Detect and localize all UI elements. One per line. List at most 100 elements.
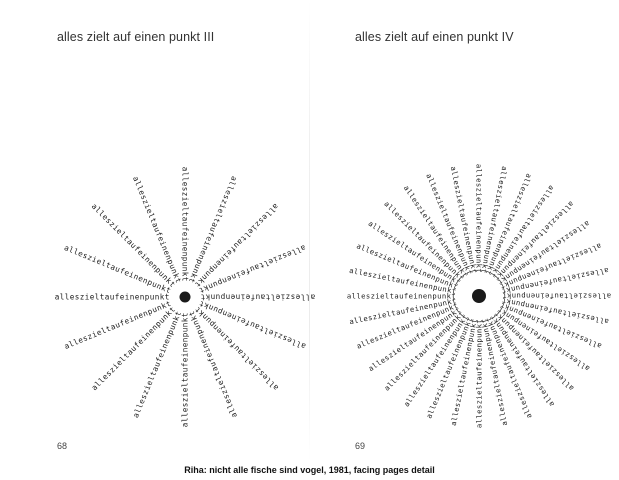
- poem-glyph: e: [409, 304, 415, 314]
- poem-glyph: n: [428, 301, 434, 311]
- poem-glyph: z: [549, 216, 558, 225]
- poem-glyph: z: [219, 388, 229, 396]
- poem-glyph: p: [165, 328, 175, 336]
- poem-glyph: s: [453, 184, 463, 190]
- poem-glyph: e: [538, 265, 545, 275]
- poem-glyph: e: [260, 372, 270, 382]
- poem-glyph: f: [118, 266, 126, 276]
- poem-glyph: k: [447, 292, 452, 301]
- poem-glyph: e: [267, 327, 275, 337]
- poem-glyph: n: [452, 347, 462, 354]
- poem-glyph: p: [207, 265, 217, 275]
- poem-glyph: a: [210, 221, 220, 229]
- poem-glyph: a: [229, 175, 239, 183]
- poem-glyph: k: [503, 279, 511, 289]
- poem-glyph: e: [100, 212, 110, 222]
- poem-glyph: l: [390, 326, 397, 336]
- poem-glyph: a: [583, 363, 592, 373]
- poem-glyph: k: [171, 314, 181, 322]
- poem-glyph: i: [181, 197, 190, 202]
- poem-glyph: l: [409, 356, 418, 365]
- poem-glyph: t: [547, 243, 556, 253]
- poem-glyph: t: [187, 277, 197, 285]
- poem-glyph: e: [495, 242, 505, 249]
- poem-glyph: a: [402, 400, 412, 409]
- poem-glyph: t: [212, 216, 222, 224]
- poem-glyph: t: [484, 269, 494, 276]
- poem-glyph: l: [587, 245, 594, 255]
- poem-glyph: t: [390, 308, 396, 318]
- poem-glyph: e: [512, 329, 521, 338]
- poem-glyph: i: [382, 252, 389, 262]
- poem-glyph: u: [529, 236, 538, 245]
- poem-glyph: n: [181, 252, 190, 257]
- poem-glyph: a: [367, 219, 376, 229]
- poem-glyph: s: [412, 199, 422, 208]
- poem-glyph: a: [253, 262, 261, 272]
- poem-glyph: n: [418, 280, 424, 290]
- poem-glyph: u: [193, 263, 203, 271]
- poem-glyph: u: [504, 220, 514, 227]
- poem-glyph: a: [355, 241, 362, 251]
- poem-glyph: l: [295, 245, 303, 255]
- poem-glyph: a: [583, 219, 592, 229]
- poem-glyph: a: [458, 374, 468, 380]
- poem-glyph: p: [512, 266, 521, 276]
- poem-glyph: i: [494, 193, 504, 199]
- poem-glyph: n: [211, 323, 221, 333]
- poem-glyph: f: [244, 266, 252, 276]
- poem-glyph: i: [578, 292, 582, 301]
- page-number-left: 68: [57, 441, 68, 451]
- poem-glyph: n: [534, 280, 540, 290]
- poem-glyph: e: [95, 327, 103, 337]
- poem-glyph: n: [430, 310, 437, 320]
- poem-glyph: t: [536, 230, 545, 239]
- poem-glyph: s: [257, 216, 267, 226]
- poem-glyph: s: [496, 402, 506, 408]
- poem-glyph: e: [430, 261, 439, 271]
- poem-glyph: f: [535, 250, 544, 260]
- poem-glyph: t: [479, 268, 489, 274]
- poem-glyph: t: [395, 324, 402, 334]
- poem-glyph: u: [181, 262, 190, 267]
- poem-glyph: f: [414, 250, 423, 260]
- poem-glyph: e: [70, 293, 75, 302]
- poem-glyph: l: [509, 377, 519, 384]
- poem-glyph: a: [475, 424, 484, 428]
- poem-glyph: f: [408, 319, 415, 329]
- poem-glyph: t: [266, 293, 271, 302]
- poem-glyph: i: [234, 270, 242, 280]
- poem-glyph: i: [435, 386, 445, 393]
- poem-glyph: k: [475, 323, 484, 328]
- poem-glyph: t: [193, 279, 203, 289]
- poem-glyph: u: [249, 264, 257, 274]
- poem-glyph: u: [232, 241, 242, 251]
- poem-glyph: u: [181, 368, 190, 373]
- poem-glyph: e: [406, 360, 415, 369]
- poem-glyph: f: [251, 293, 256, 302]
- poem-glyph: p: [457, 333, 467, 340]
- poem-glyph: i: [139, 333, 149, 343]
- poem-glyph: a: [131, 175, 141, 183]
- poem-glyph: e: [198, 249, 208, 257]
- poem-glyph: l: [386, 309, 392, 319]
- poem-glyph: t: [100, 293, 105, 302]
- poem-glyph: n: [446, 272, 455, 282]
- poem-glyph: p: [432, 282, 438, 292]
- poem-glyph: l: [371, 361, 380, 371]
- poem-glyph: u: [482, 332, 492, 338]
- poem-glyph: l: [569, 292, 573, 301]
- poem-glyph: u: [475, 254, 484, 258]
- poem-glyph: p: [512, 316, 521, 326]
- poem-glyph: e: [381, 272, 387, 282]
- poem-glyph: i: [390, 235, 399, 245]
- poem-glyph: t: [507, 212, 517, 219]
- poem-glyph: a: [520, 360, 530, 369]
- poem-glyph: l: [135, 184, 145, 192]
- poem-glyph: n: [493, 321, 503, 330]
- poem-glyph: s: [281, 251, 289, 261]
- poem-glyph: t: [460, 313, 470, 322]
